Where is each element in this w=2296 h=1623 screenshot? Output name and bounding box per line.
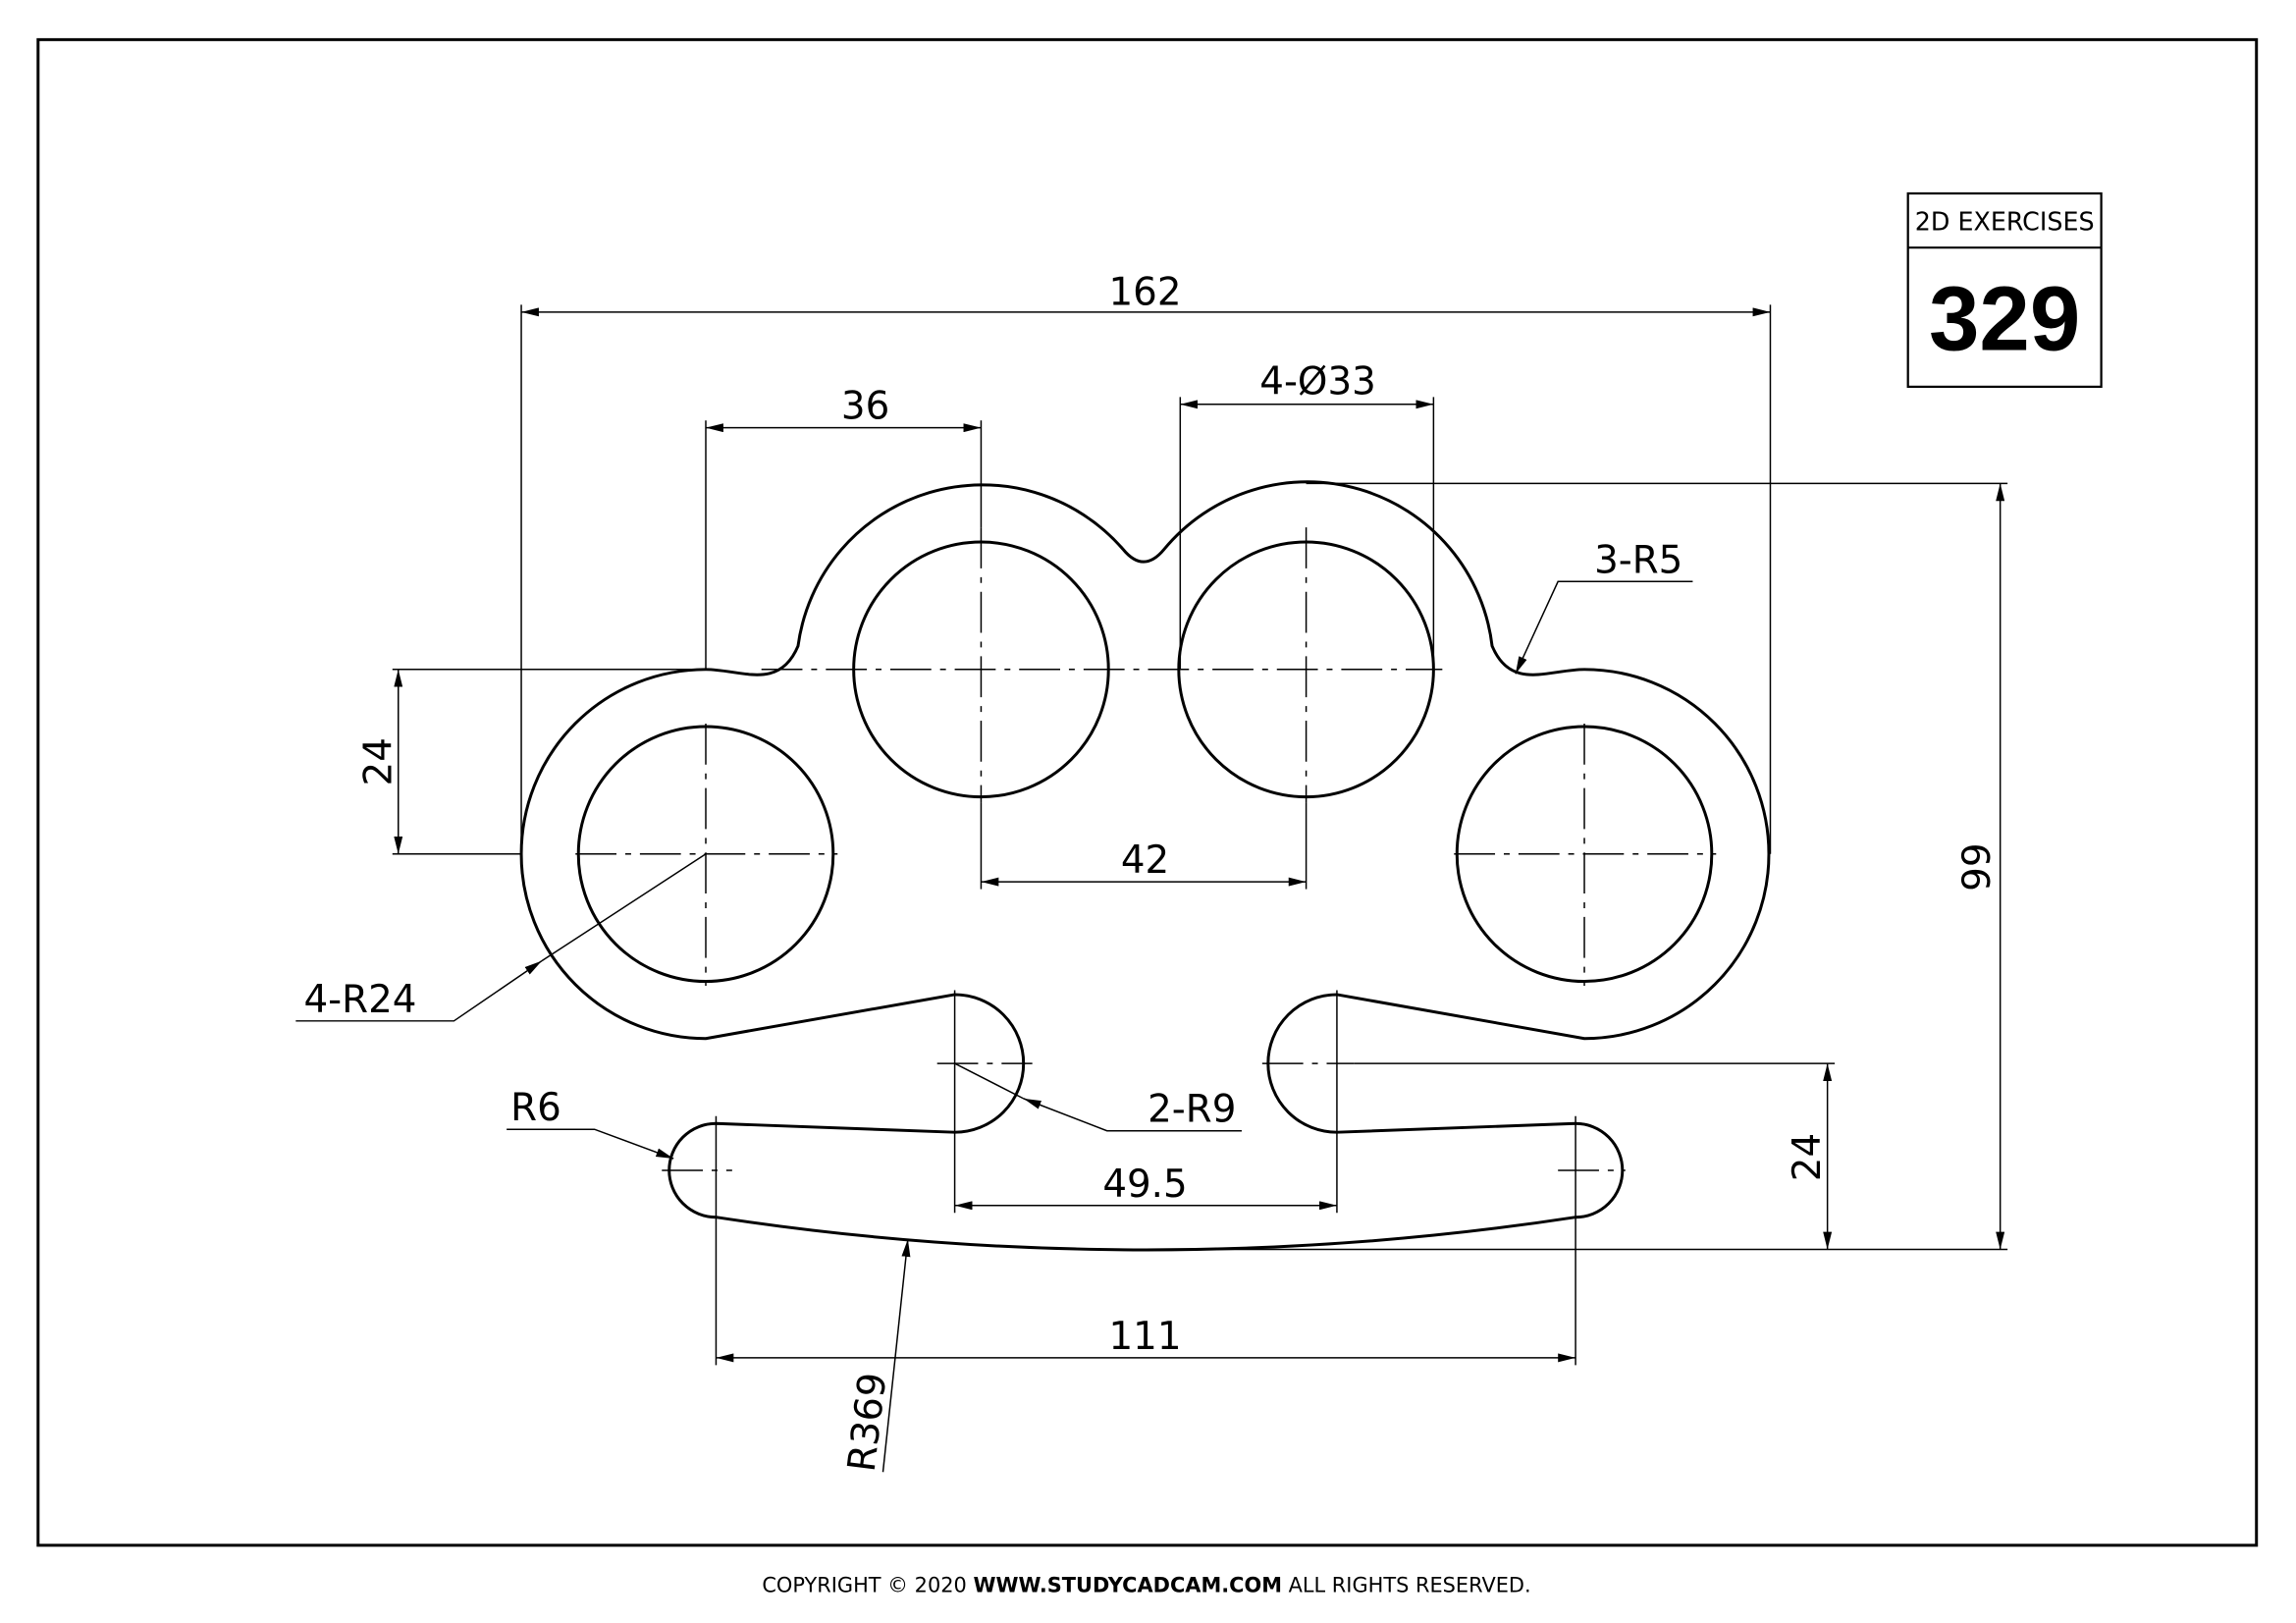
dim-24-right: 24 (1786, 1133, 1830, 1181)
centerlines (575, 527, 1717, 1171)
dim-r6: R6 (510, 1086, 561, 1130)
dim-hole-diameter: 4-Ø33 (1259, 359, 1376, 404)
dim-3-r5: 3-R5 (1594, 538, 1682, 582)
dim-r369: R369 (840, 1371, 896, 1475)
dim-99: 99 (1955, 843, 2000, 892)
part-outline (519, 480, 1771, 1252)
dim-49-5: 49.5 (1102, 1163, 1187, 1207)
title-block-label: 2D EXERCISES (1915, 206, 2095, 236)
dim-162: 162 (1109, 270, 1182, 314)
dim-36: 36 (841, 385, 889, 429)
exercise-number: 329 (1929, 268, 2080, 370)
dim-111: 111 (1109, 1315, 1182, 1359)
extension-lines (392, 304, 2008, 1366)
copyright-prefix: COPYRIGHT © 2020 (762, 1574, 973, 1597)
copyright-footer: COPYRIGHT © 2020 WWW.STUDYCADCAM.COM ALL… (762, 1574, 1530, 1597)
dim-2-r9: 2-R9 (1148, 1088, 1236, 1132)
drawing-frame (36, 37, 2259, 1547)
dim-4-r24: 4-R24 (303, 978, 416, 1022)
dim-24-left: 24 (356, 737, 400, 785)
title-block: 2D EXERCISES 329 (1906, 191, 2103, 389)
dim-42: 42 (1121, 839, 1169, 883)
copyright-suffix: ALL RIGHTS RESERVED. (1282, 1574, 1531, 1597)
dimension-lines (295, 307, 2005, 1473)
copyright-site: WWW.STUDYCADCAM.COM (973, 1574, 1282, 1597)
